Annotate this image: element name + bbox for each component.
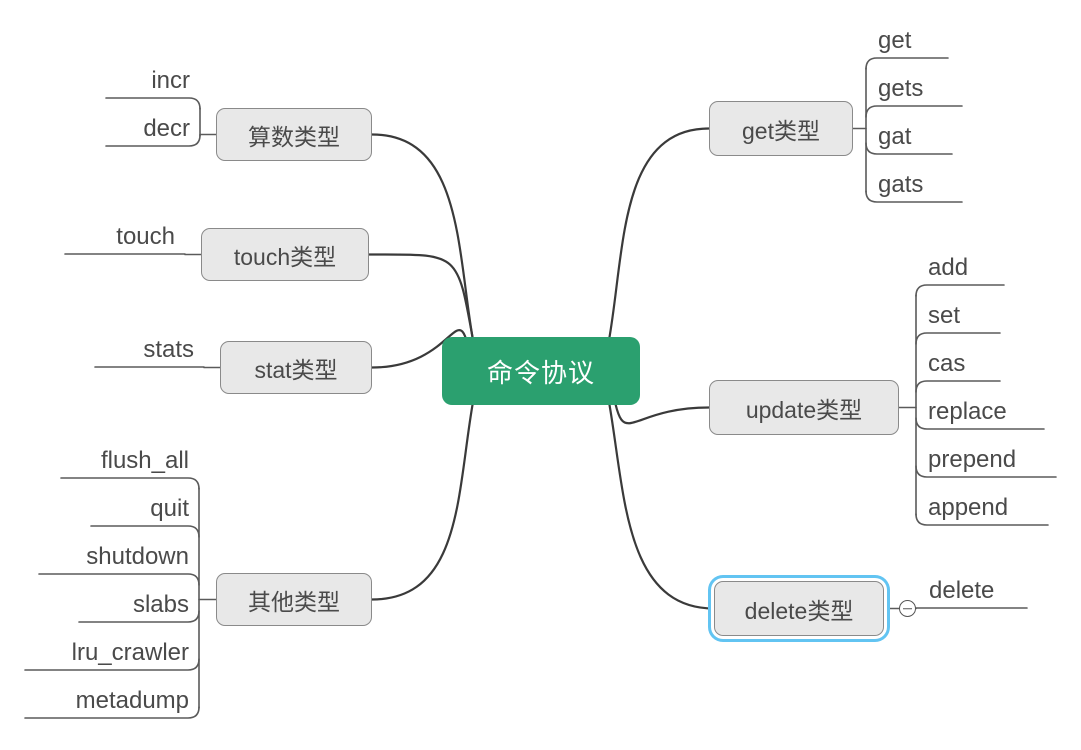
branch-node-update[interactable]: update类型 — [709, 380, 899, 435]
branch-node-stat-label: stat类型 — [254, 356, 338, 383]
root-node[interactable]: 命令协议 — [443, 338, 639, 404]
leaf-node-prepend[interactable]: prepend — [928, 446, 1017, 473]
leaf-node-add[interactable]: add — [928, 254, 969, 281]
leaf-node-shutdown[interactable]: shutdown — [86, 543, 189, 570]
leaf-node-flush-all[interactable]: flush_all — [100, 447, 189, 474]
leaf-node-gets[interactable]: gets — [878, 75, 924, 102]
leaf-node-append[interactable]: append — [928, 494, 1009, 521]
leaf-node-stats[interactable]: stats — [143, 336, 194, 363]
leaf-node-set[interactable]: set — [928, 302, 961, 329]
branch-node-arith-label: 算数类型 — [248, 123, 340, 150]
circle-minus-icon[interactable] — [899, 600, 916, 617]
branch-node-touch[interactable]: touch类型 — [201, 228, 369, 281]
branch-node-get-label: get类型 — [742, 117, 820, 144]
leaf-node-quit[interactable]: quit — [150, 495, 189, 522]
leaf-node-touch[interactable]: touch — [116, 223, 175, 250]
leaf-node-slabs[interactable]: slabs — [132, 591, 189, 618]
leaf-node-gat[interactable]: gat — [878, 123, 912, 150]
branch-node-arith[interactable]: 算数类型 — [216, 108, 372, 161]
branch-node-touch-label: touch类型 — [233, 243, 337, 270]
root-node-label: 命令协议 — [486, 357, 595, 388]
leaf-node-decr[interactable]: decr — [143, 115, 190, 142]
branch-node-get[interactable]: get类型 — [709, 101, 853, 156]
branch-node-delete[interactable]: delete类型 — [714, 581, 884, 636]
leaf-node-gats[interactable]: gats — [878, 171, 924, 198]
leaf-node-metadump[interactable]: metadump — [75, 687, 189, 714]
leaf-node-lru-crawler[interactable]: lru_crawler — [71, 639, 189, 666]
branch-node-stat[interactable]: stat类型 — [220, 341, 372, 394]
leaf-node-replace[interactable]: replace — [928, 398, 1007, 425]
leaf-node-cas[interactable]: cas — [928, 350, 966, 377]
branch-node-update-label: update类型 — [745, 396, 863, 423]
branch-node-delete-label: delete类型 — [744, 597, 854, 624]
branch-node-other[interactable]: 其他类型 — [216, 573, 372, 626]
leaf-node-get[interactable]: get — [878, 27, 912, 54]
leaf-node-incr[interactable]: incr — [151, 67, 190, 94]
leaf-node-delete[interactable]: delete — [929, 577, 995, 604]
branch-node-other-label: 其他类型 — [248, 588, 340, 615]
